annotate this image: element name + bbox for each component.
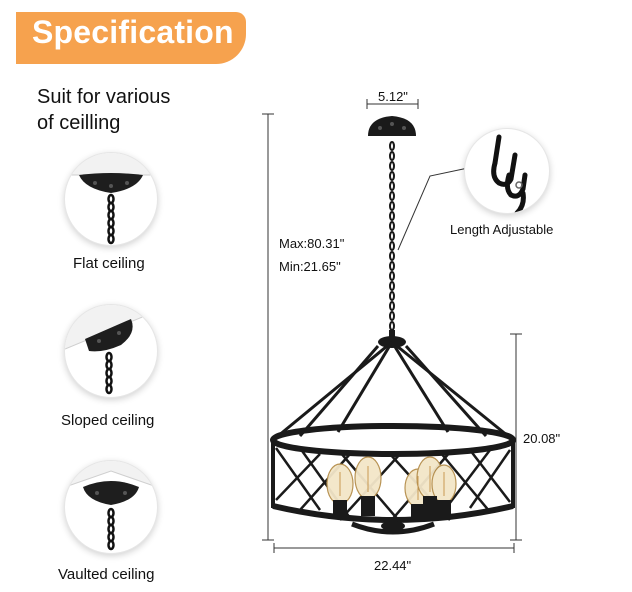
chain-clip-icon: [464, 128, 550, 214]
specification-banner: [16, 12, 246, 64]
vaulted-ceiling-canopy-icon: [64, 460, 158, 554]
sloped-ceiling-label: Sloped ceiling: [61, 412, 155, 429]
vaulted-ceiling-label: Vaulted ceiling: [58, 566, 155, 583]
max-height-label: Max:80.31": [279, 236, 345, 251]
sloped-ceiling-canopy-icon: [64, 304, 158, 398]
banner-title: Specification: [32, 14, 234, 50]
intro-text: Suit for various of ceilling: [37, 84, 170, 136]
flat-ceiling-canopy-icon: [64, 152, 158, 246]
intro-line-1: Suit for various: [37, 86, 171, 108]
canopy-width-label: 5.12": [378, 89, 408, 104]
dimension-lines: [262, 99, 522, 553]
min-height-label: Min:21.65": [279, 259, 341, 274]
flat-ceiling-label: Flat ceiling: [73, 255, 145, 272]
width-label: 22.44": [374, 558, 412, 573]
length-adjustable-label: Length Adjustable: [450, 222, 554, 237]
cage-height-label: 20.08": [523, 431, 561, 446]
intro-line-2: of ceilling: [37, 112, 121, 134]
